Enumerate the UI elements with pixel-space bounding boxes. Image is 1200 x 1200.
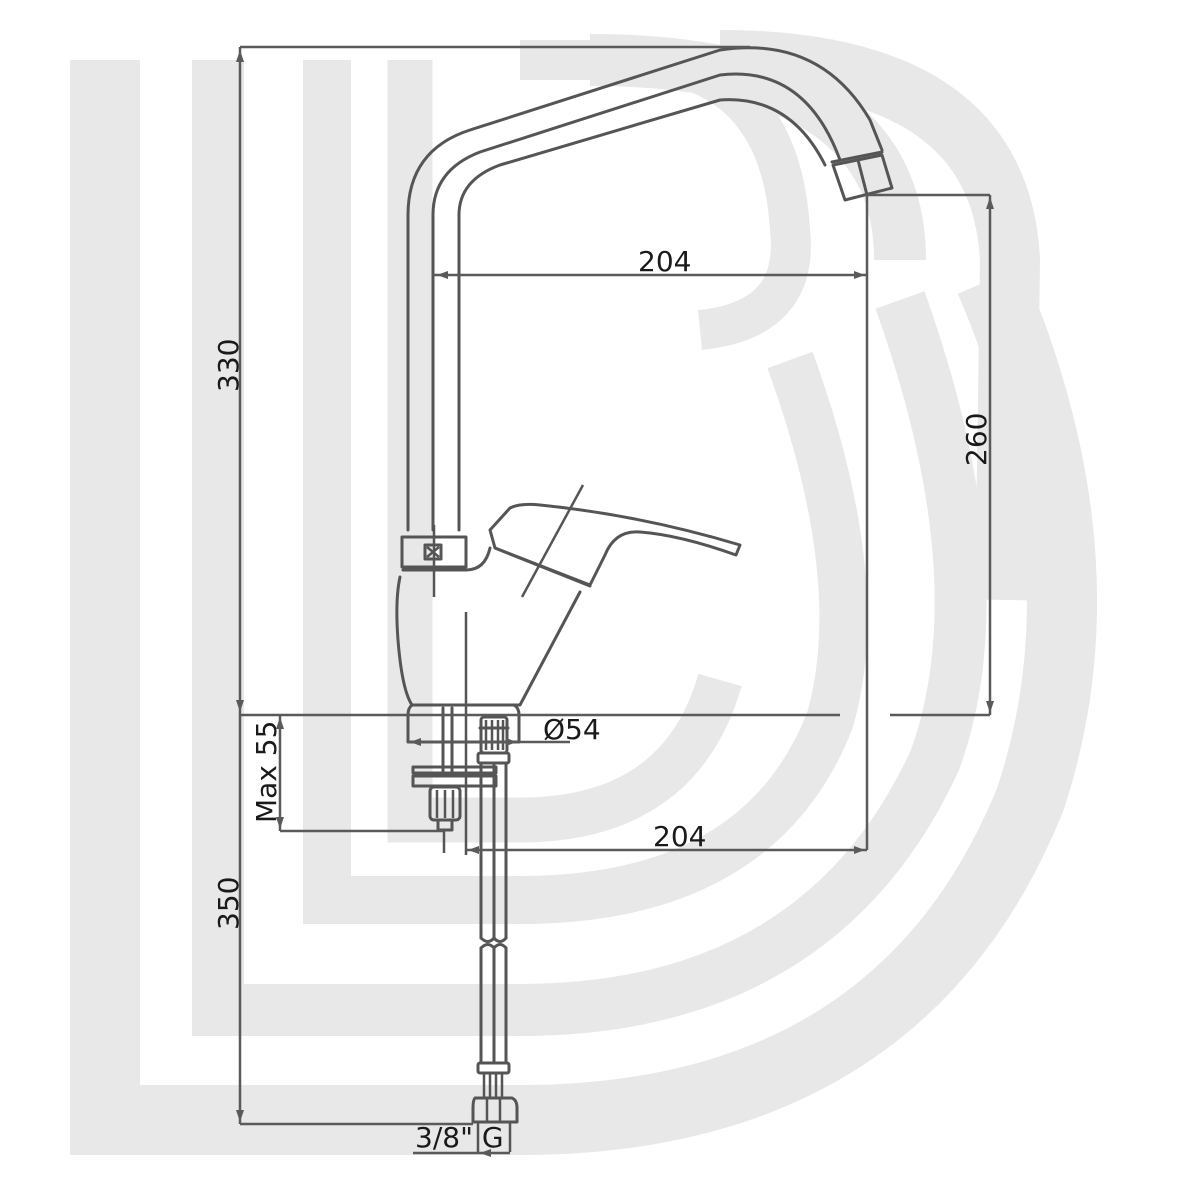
label-spout-height: 260 bbox=[960, 413, 993, 466]
dimension-labels: 330 260 204 204 Ø54 Max 55 350 3/8" G bbox=[212, 245, 993, 1154]
spout-inner bbox=[457, 98, 827, 532]
mixer-tap-outline bbox=[395, 46, 894, 1152]
mixer-body bbox=[395, 575, 582, 707]
spout-middle bbox=[431, 72, 842, 532]
label-total-height: 330 bbox=[212, 339, 245, 392]
label-max-deck-thickness: Max 55 bbox=[250, 721, 283, 823]
watermark-logo bbox=[70, 30, 1097, 1155]
label-spout-reach-bottom: 204 bbox=[653, 820, 706, 853]
label-connection-thread: 3/8" G bbox=[415, 1121, 504, 1154]
lever-handle bbox=[488, 502, 742, 587]
aerator bbox=[831, 153, 894, 202]
label-base-diameter: Ø54 bbox=[543, 713, 601, 746]
spout-outer bbox=[406, 46, 884, 532]
label-spout-reach-top: 204 bbox=[638, 245, 691, 278]
label-hose-length: 350 bbox=[212, 877, 245, 930]
dimension-lines bbox=[236, 45, 994, 1157]
